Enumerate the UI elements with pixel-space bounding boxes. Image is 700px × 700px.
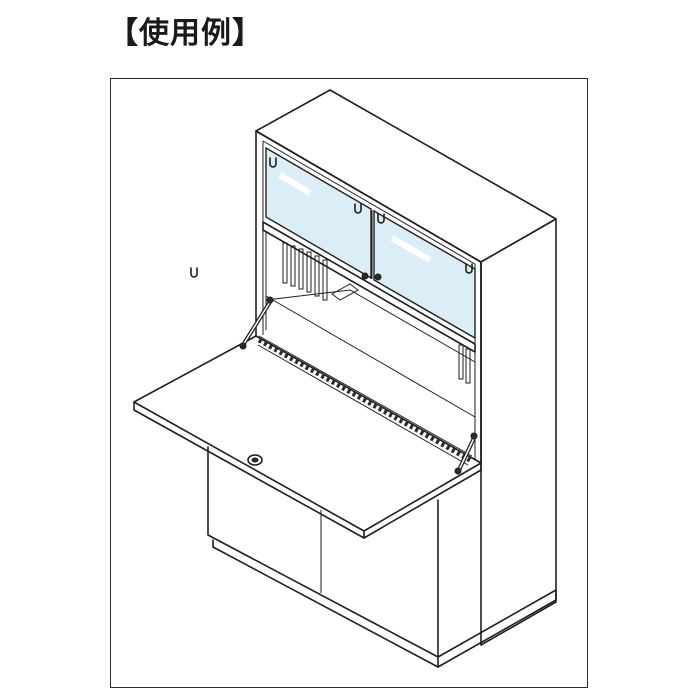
flap-hinge-rail <box>257 337 472 463</box>
flap-lock-icon[interactable] <box>247 454 263 466</box>
door-knob-right[interactable] <box>374 273 382 281</box>
page-heading: 【使用例】 <box>108 16 263 51</box>
inner-shelf <box>262 221 476 353</box>
shelf-dividers-left <box>282 242 328 301</box>
flap-stay-left <box>239 296 274 350</box>
cabinet-front-outline <box>255 130 482 464</box>
flap-stay-right <box>454 432 478 475</box>
cabinet-right-side <box>480 218 557 646</box>
shelf-dividers-right <box>458 344 471 384</box>
door-hinge-icons <box>190 157 473 278</box>
illustration-frame <box>110 78 588 688</box>
lower-plinth <box>212 539 557 668</box>
door-knob-left[interactable] <box>361 272 369 280</box>
